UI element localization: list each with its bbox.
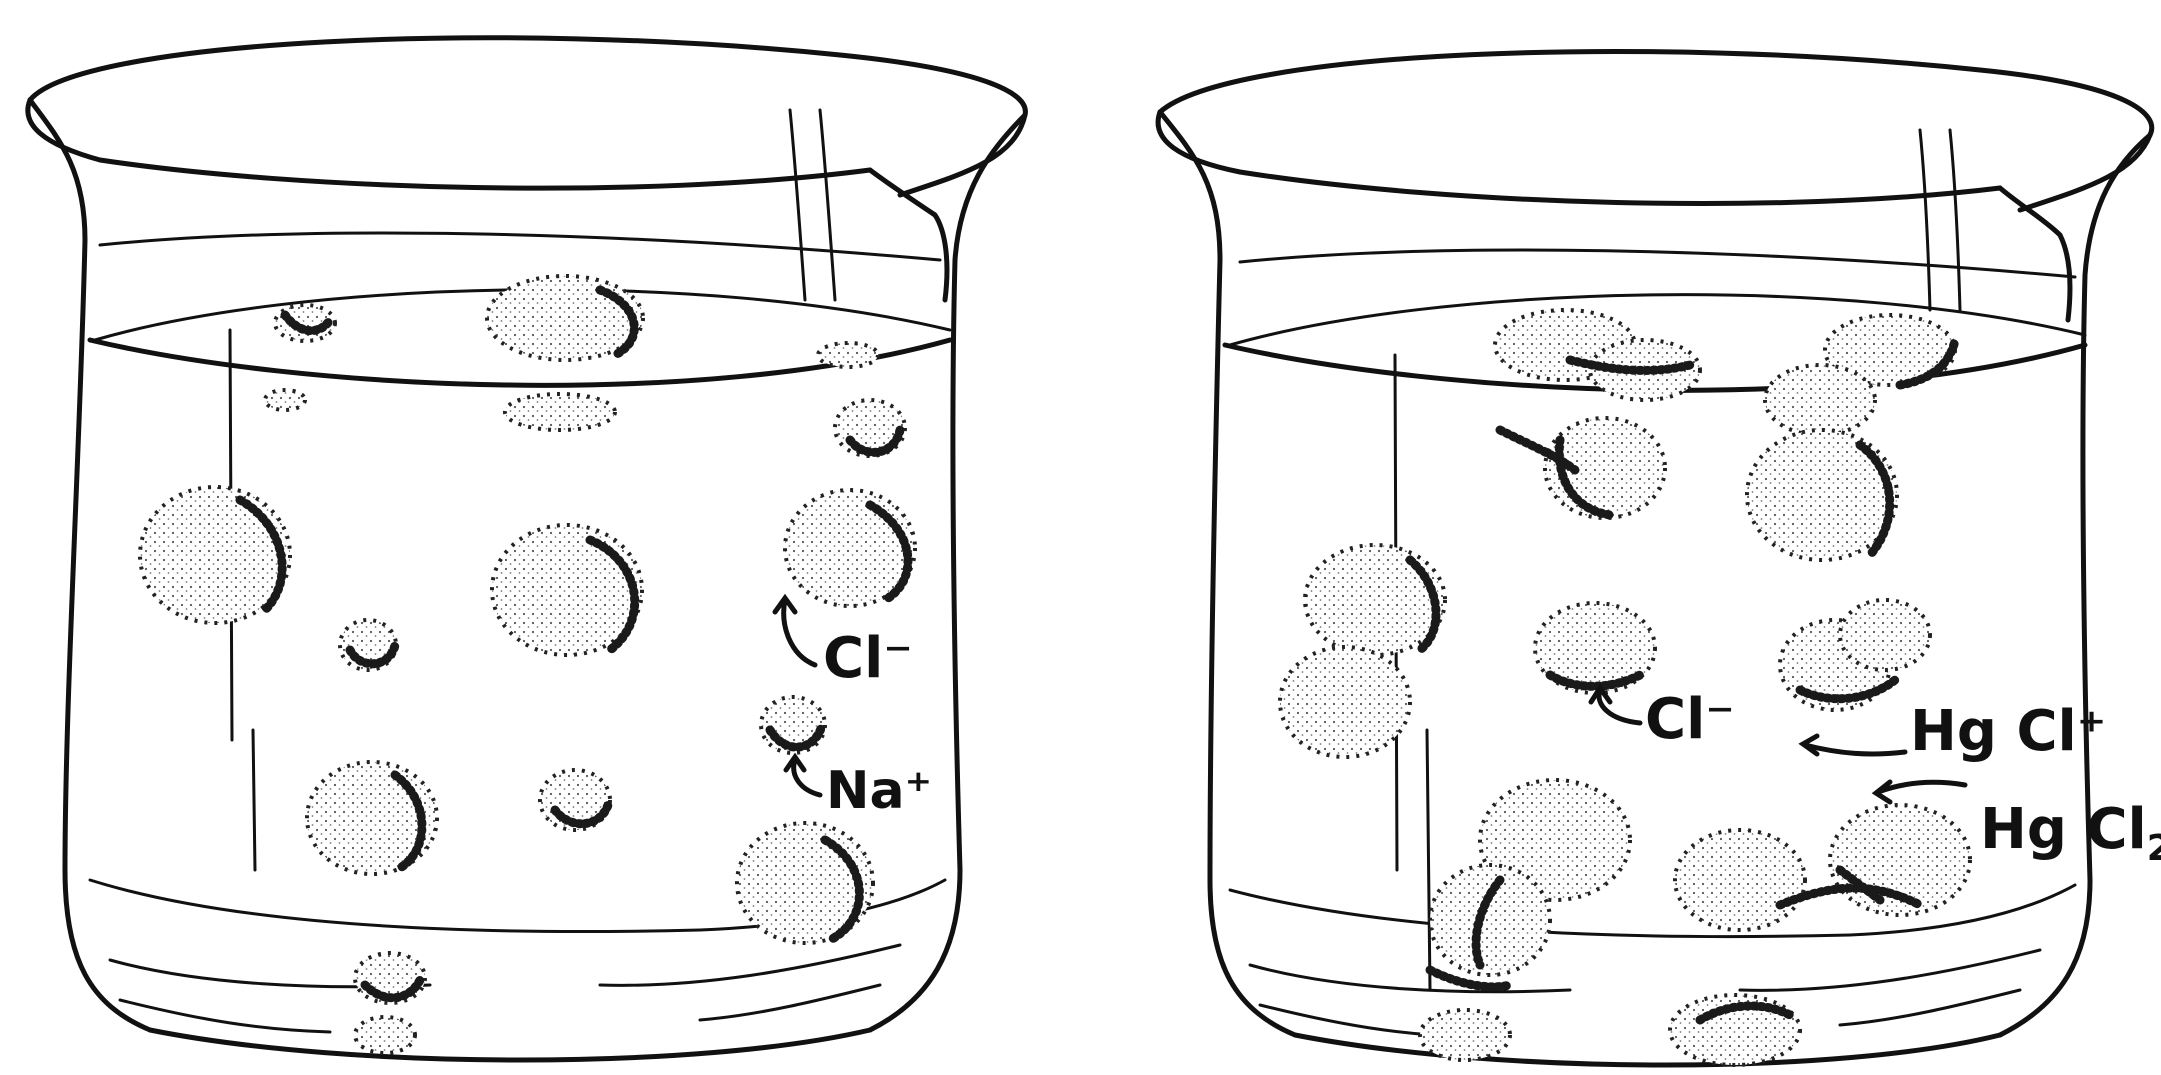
right-beaker-glass <box>1158 51 2152 1065</box>
ion-cluster <box>1747 430 1897 560</box>
ion-cluster <box>1420 1010 1510 1060</box>
ion-cluster <box>1670 995 1800 1065</box>
sodium-ion <box>540 770 610 830</box>
right-beaker-ions <box>1280 310 1970 1065</box>
sodium-label: Na⁺ <box>826 761 932 821</box>
chloride-pointer-arrow <box>775 598 815 665</box>
right-beaker: Cl⁻ Hg Cl⁺ Hg Cl2 <box>1158 51 2161 1065</box>
left-beaker: Cl⁻ Na⁺ <box>28 38 1026 1060</box>
chloride-ion <box>785 490 915 606</box>
chloride-ion <box>487 276 643 360</box>
ion-cluster <box>1430 780 1630 987</box>
chloride-ion <box>307 762 437 874</box>
hgcl2-label: Hg Cl2 <box>1980 797 2161 869</box>
chloride-pointer-arrow <box>1591 688 1640 723</box>
chloride-ion <box>492 525 642 655</box>
sodium-ion <box>275 305 335 341</box>
sodium-ion <box>761 697 825 753</box>
ion-cluster <box>1280 545 1445 757</box>
chloride-ion <box>140 487 290 623</box>
chloride-ion <box>737 823 873 943</box>
chloride-label: Cl⁻ <box>823 626 913 691</box>
sodium-ion <box>355 953 425 1003</box>
ion-cluster <box>1535 603 1655 693</box>
ion-cluster <box>1765 315 1955 435</box>
sodium-pointer-arrow <box>786 757 820 795</box>
hgcl2-formula: Hg Cl <box>1980 797 2147 862</box>
sodium-ion <box>265 390 305 410</box>
sodium-ion <box>835 400 905 456</box>
hgcl-plus-label: Hg Cl⁺ <box>1910 699 2106 764</box>
hgcl2-pointer-arrow <box>1876 782 1965 802</box>
ion-cluster <box>1780 600 1930 710</box>
sodium-ion <box>355 1017 415 1053</box>
left-beaker-ions <box>140 276 915 1053</box>
ion-cluster <box>1675 805 1970 930</box>
chloride-ion <box>505 394 615 430</box>
hgcl-plus-pointer-arrow <box>1803 736 1905 754</box>
sodium-ion <box>340 620 396 670</box>
sodium-ion <box>818 343 878 367</box>
ion-cluster <box>1500 418 1665 518</box>
chloride-label: Cl⁻ <box>1645 687 1735 752</box>
hgcl2-subscript: 2 <box>2147 828 2161 869</box>
